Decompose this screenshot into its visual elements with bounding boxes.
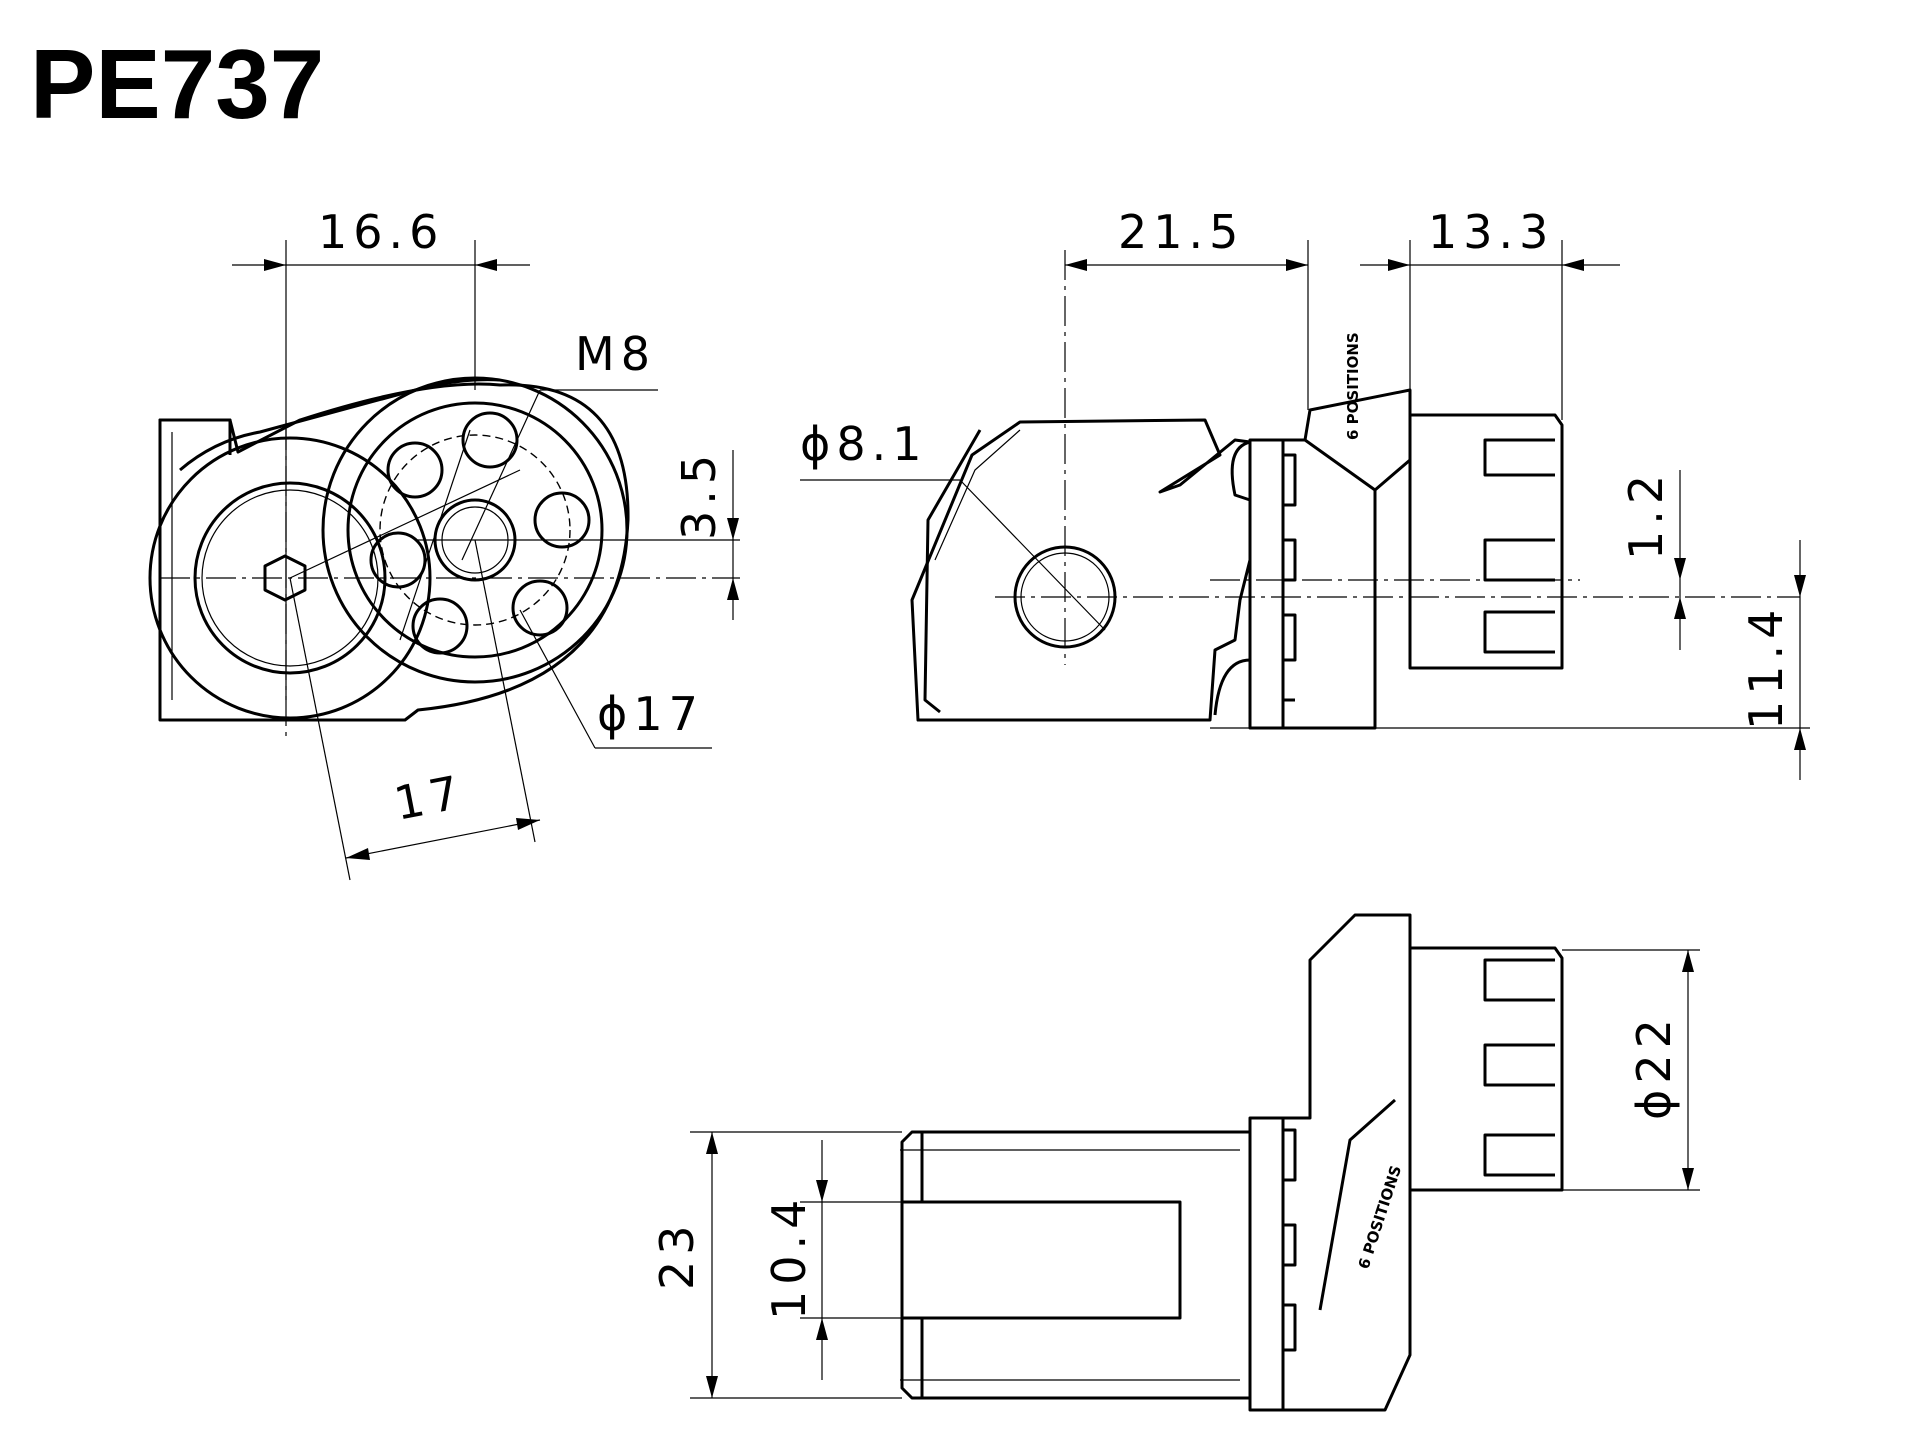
dim-11-4: 11.4: [1739, 604, 1793, 730]
dim-17: 17: [390, 764, 470, 830]
side-adjuster-block: [1248, 388, 1412, 730]
bottom-view: 6 POSITIONS ϕ22 23 10.4: [650, 913, 1700, 1412]
front-view: 16.6 M8 3.5 ϕ17 17: [148, 205, 740, 881]
front-body-outer: [179, 378, 501, 472]
side-engraving: 6 POSITIONS: [1344, 332, 1362, 440]
dim-3-5: 3.5: [672, 449, 726, 540]
bottom-peg: [1408, 946, 1564, 1192]
adjuster-boss-outer: [321, 376, 629, 684]
dim-bore-diameter: ϕ17: [597, 687, 704, 741]
dim-hole-diameter: ϕ8.1: [800, 417, 928, 471]
hex-socket: [263, 554, 307, 602]
bottom-clevis: [900, 1130, 1252, 1400]
side-peg: [1408, 413, 1564, 670]
pitch-circle: [379, 434, 571, 626]
adjuster-boss: [346, 401, 604, 659]
bottom-adjuster-block: [1248, 913, 1412, 1412]
side-view: 6 POSITIONS 21.5 13.3 ϕ8.1 1.2 11.4: [800, 205, 1810, 780]
dim-23: 23: [650, 1219, 704, 1290]
dim-1-2: 1.2: [1619, 469, 1673, 560]
front-left-tab: [158, 418, 232, 720]
adjuster-pockets: [369, 411, 591, 655]
side-bracket-outline: [910, 418, 1252, 722]
dim-10-4: 10.4: [762, 1194, 816, 1320]
part-number-title: PE737: [30, 29, 324, 139]
dim-16-6: 16.6: [318, 205, 444, 259]
bottom-engraving: 6 POSITIONS: [1355, 1163, 1405, 1271]
dim-21-5: 21.5: [1118, 205, 1244, 259]
dim-peg-diameter: ϕ22: [1627, 1013, 1681, 1120]
dim-13-3: 13.3: [1428, 205, 1554, 259]
bolt-head: [193, 481, 387, 675]
dim-thread: M8: [575, 327, 656, 381]
